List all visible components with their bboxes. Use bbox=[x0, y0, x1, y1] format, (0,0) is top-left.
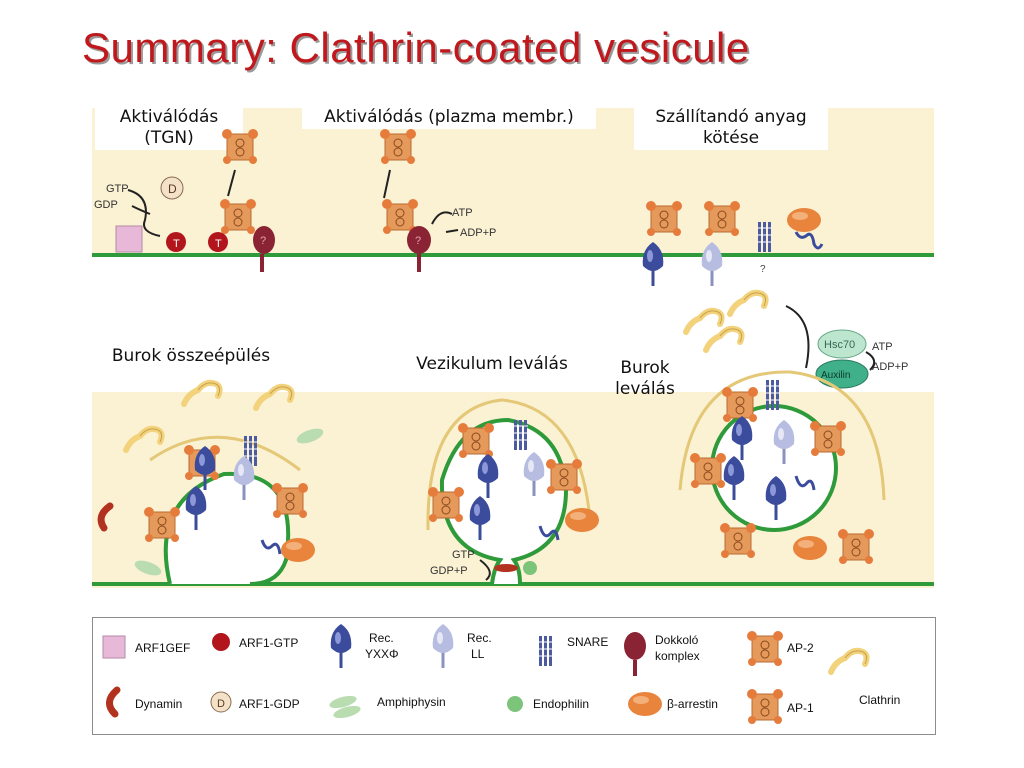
gtp-label-2: GTP bbox=[452, 549, 475, 561]
page-title: Summary: Clathrin-coated vesicule bbox=[82, 24, 750, 71]
legend-dynamin: Dynamin bbox=[135, 697, 182, 711]
label-coat-release: Burok leválás bbox=[615, 358, 675, 399]
legend-arf1gtp: ARF1-GTP bbox=[239, 636, 298, 650]
dock-q-2: ? bbox=[415, 235, 421, 247]
panel-coat-assembly bbox=[97, 383, 324, 586]
snare-q: ? bbox=[760, 264, 766, 275]
legend-rec-yxx-1: Rec. bbox=[369, 631, 394, 645]
legend-ap2: AP-2 bbox=[787, 641, 814, 655]
legend-clathrin-icon bbox=[831, 651, 867, 672]
arf1gtp-letter-1: T bbox=[173, 238, 180, 250]
label-coat-assembly: Burok összeépülés bbox=[111, 346, 271, 366]
legend-arf1gef-icon bbox=[102, 635, 126, 659]
panel-vesicle-release: GTP GDP+P bbox=[426, 398, 599, 585]
atp-label-2: ATP bbox=[872, 341, 893, 353]
panel-activation-tgn: GTP GDP D T T ? bbox=[94, 128, 275, 272]
legend-arf1gef: ARF1GEF bbox=[135, 641, 190, 655]
legend-ap2-icon bbox=[746, 630, 784, 667]
dock-q-1: ? bbox=[260, 235, 266, 247]
arf1gtp-letter-2: T bbox=[215, 238, 222, 250]
legend-rec-yxx-2: YXXΦ bbox=[365, 647, 399, 661]
legend-amphiphysin: Amphiphysin bbox=[377, 695, 446, 709]
legend-graphics: ARF1GEF ARF1-GTP Rec. YXXΦ Rec. LL SNARE… bbox=[102, 622, 900, 725]
label-vesicle-release: Vezikulum leválás bbox=[416, 354, 568, 374]
legend-snare-icon bbox=[537, 635, 554, 667]
legend-snare: SNARE bbox=[567, 635, 608, 649]
arf1gdp-letter: D bbox=[168, 182, 177, 196]
gdp-label: GDP bbox=[94, 199, 118, 211]
panel-activation-pm: ? ATP ADP+P bbox=[379, 128, 496, 272]
panel-cargo-binding: ? bbox=[641, 200, 824, 288]
legend-rec-ll-1: Rec. bbox=[467, 631, 492, 645]
label-activation-tgn: Aktiválódás (TGN) bbox=[95, 106, 243, 150]
label-activation-pm: Aktiválódás (plazma membr.) bbox=[302, 106, 596, 129]
legend-endophilin: Endophilin bbox=[533, 697, 589, 711]
legend-arf1gdp: ARF1-GDP bbox=[239, 697, 300, 711]
label-cargo-binding: Szállítandó anyag kötése bbox=[634, 106, 828, 150]
legend-amphiphysin-icon bbox=[329, 695, 361, 719]
legend-arf1gdp-letter: D bbox=[217, 698, 225, 710]
panel-coat-release: Hsc70 Auxilin ATP ADP+P bbox=[678, 293, 908, 565]
legend-ap1: AP-1 bbox=[787, 701, 814, 715]
gtp-label: GTP bbox=[106, 183, 129, 195]
legend-dock-2: komplex bbox=[655, 649, 700, 663]
adp-label-2: ADP+P bbox=[872, 361, 908, 373]
legend-rec-yxx-icon bbox=[329, 622, 353, 670]
legend-rec-ll-icon bbox=[431, 622, 455, 670]
legend-dynamin-icon bbox=[106, 686, 121, 718]
legend-endophilin-icon bbox=[507, 696, 523, 712]
atp-label-1: ATP bbox=[452, 207, 473, 219]
arf1gef-shape bbox=[115, 225, 143, 253]
legend-ap1-icon bbox=[746, 688, 784, 725]
adp-label-1: ADP+P bbox=[460, 227, 496, 239]
legend-barrestin: β-arrestin bbox=[667, 697, 718, 711]
legend-barrestin-icon bbox=[628, 692, 662, 716]
legend-arf1gtp-icon bbox=[212, 633, 230, 651]
gdp-label-2: GDP+P bbox=[430, 565, 468, 577]
auxilin-label: Auxilin bbox=[821, 370, 850, 381]
legend-clathrin: Clathrin bbox=[859, 693, 900, 707]
legend-arf1gdp-icon bbox=[210, 691, 232, 713]
legend-rec-ll-2: LL bbox=[471, 647, 485, 661]
hsc70-label: Hsc70 bbox=[824, 339, 855, 351]
legend-dock-1: Dokkoló bbox=[655, 633, 699, 647]
legend-dock-icon bbox=[624, 632, 646, 676]
legend: ARF1GEF ARF1-GTP Rec. YXXΦ Rec. LL SNARE… bbox=[92, 617, 936, 735]
